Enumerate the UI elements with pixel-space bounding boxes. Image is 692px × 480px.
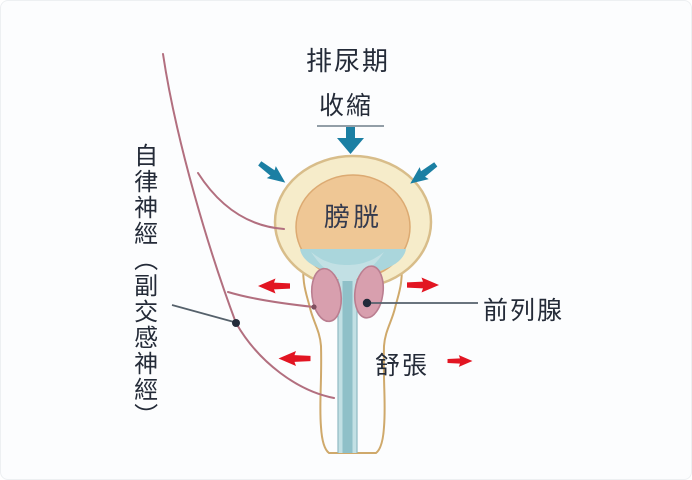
prostate-right-lobe	[353, 265, 385, 319]
nerve-branch-bladder	[197, 172, 285, 230]
relaxation-arrow-lower-right-icon	[447, 355, 473, 367]
urethra-tissue-body	[302, 255, 403, 454]
contraction-arrow-down-icon	[337, 127, 364, 154]
urethra-channel-core	[342, 281, 353, 453]
phase-title: 排尿期	[306, 46, 391, 76]
nerve-pointer-dot	[232, 319, 240, 327]
nerve-branch-tip-dot	[311, 304, 317, 310]
relaxation-label: 舒張	[375, 352, 430, 380]
prostate-left-lobe	[310, 267, 343, 323]
nerve-branch-urethra	[235, 322, 335, 399]
nerve-branch-prostate	[227, 291, 315, 308]
nerve-trunk	[162, 53, 237, 324]
nerve-pointer-line	[171, 304, 235, 323]
relaxation-arrow-lower-left-icon	[278, 351, 311, 366]
prostate-label: 前列腺	[483, 297, 565, 325]
contraction-arrow-left-icon	[258, 161, 286, 183]
relaxation-arrow-upper-left-icon	[258, 278, 290, 294]
autonomic-nerve-label: 自律神經（副交感神經）	[129, 143, 157, 429]
contraction-arrow-right-icon	[410, 162, 438, 184]
relaxation-arrow-upper-right-icon	[407, 277, 439, 293]
contraction-label: 收縮	[319, 92, 374, 120]
prostate-pointer-dot	[362, 298, 372, 308]
bladder-label: 膀胱	[323, 202, 383, 232]
